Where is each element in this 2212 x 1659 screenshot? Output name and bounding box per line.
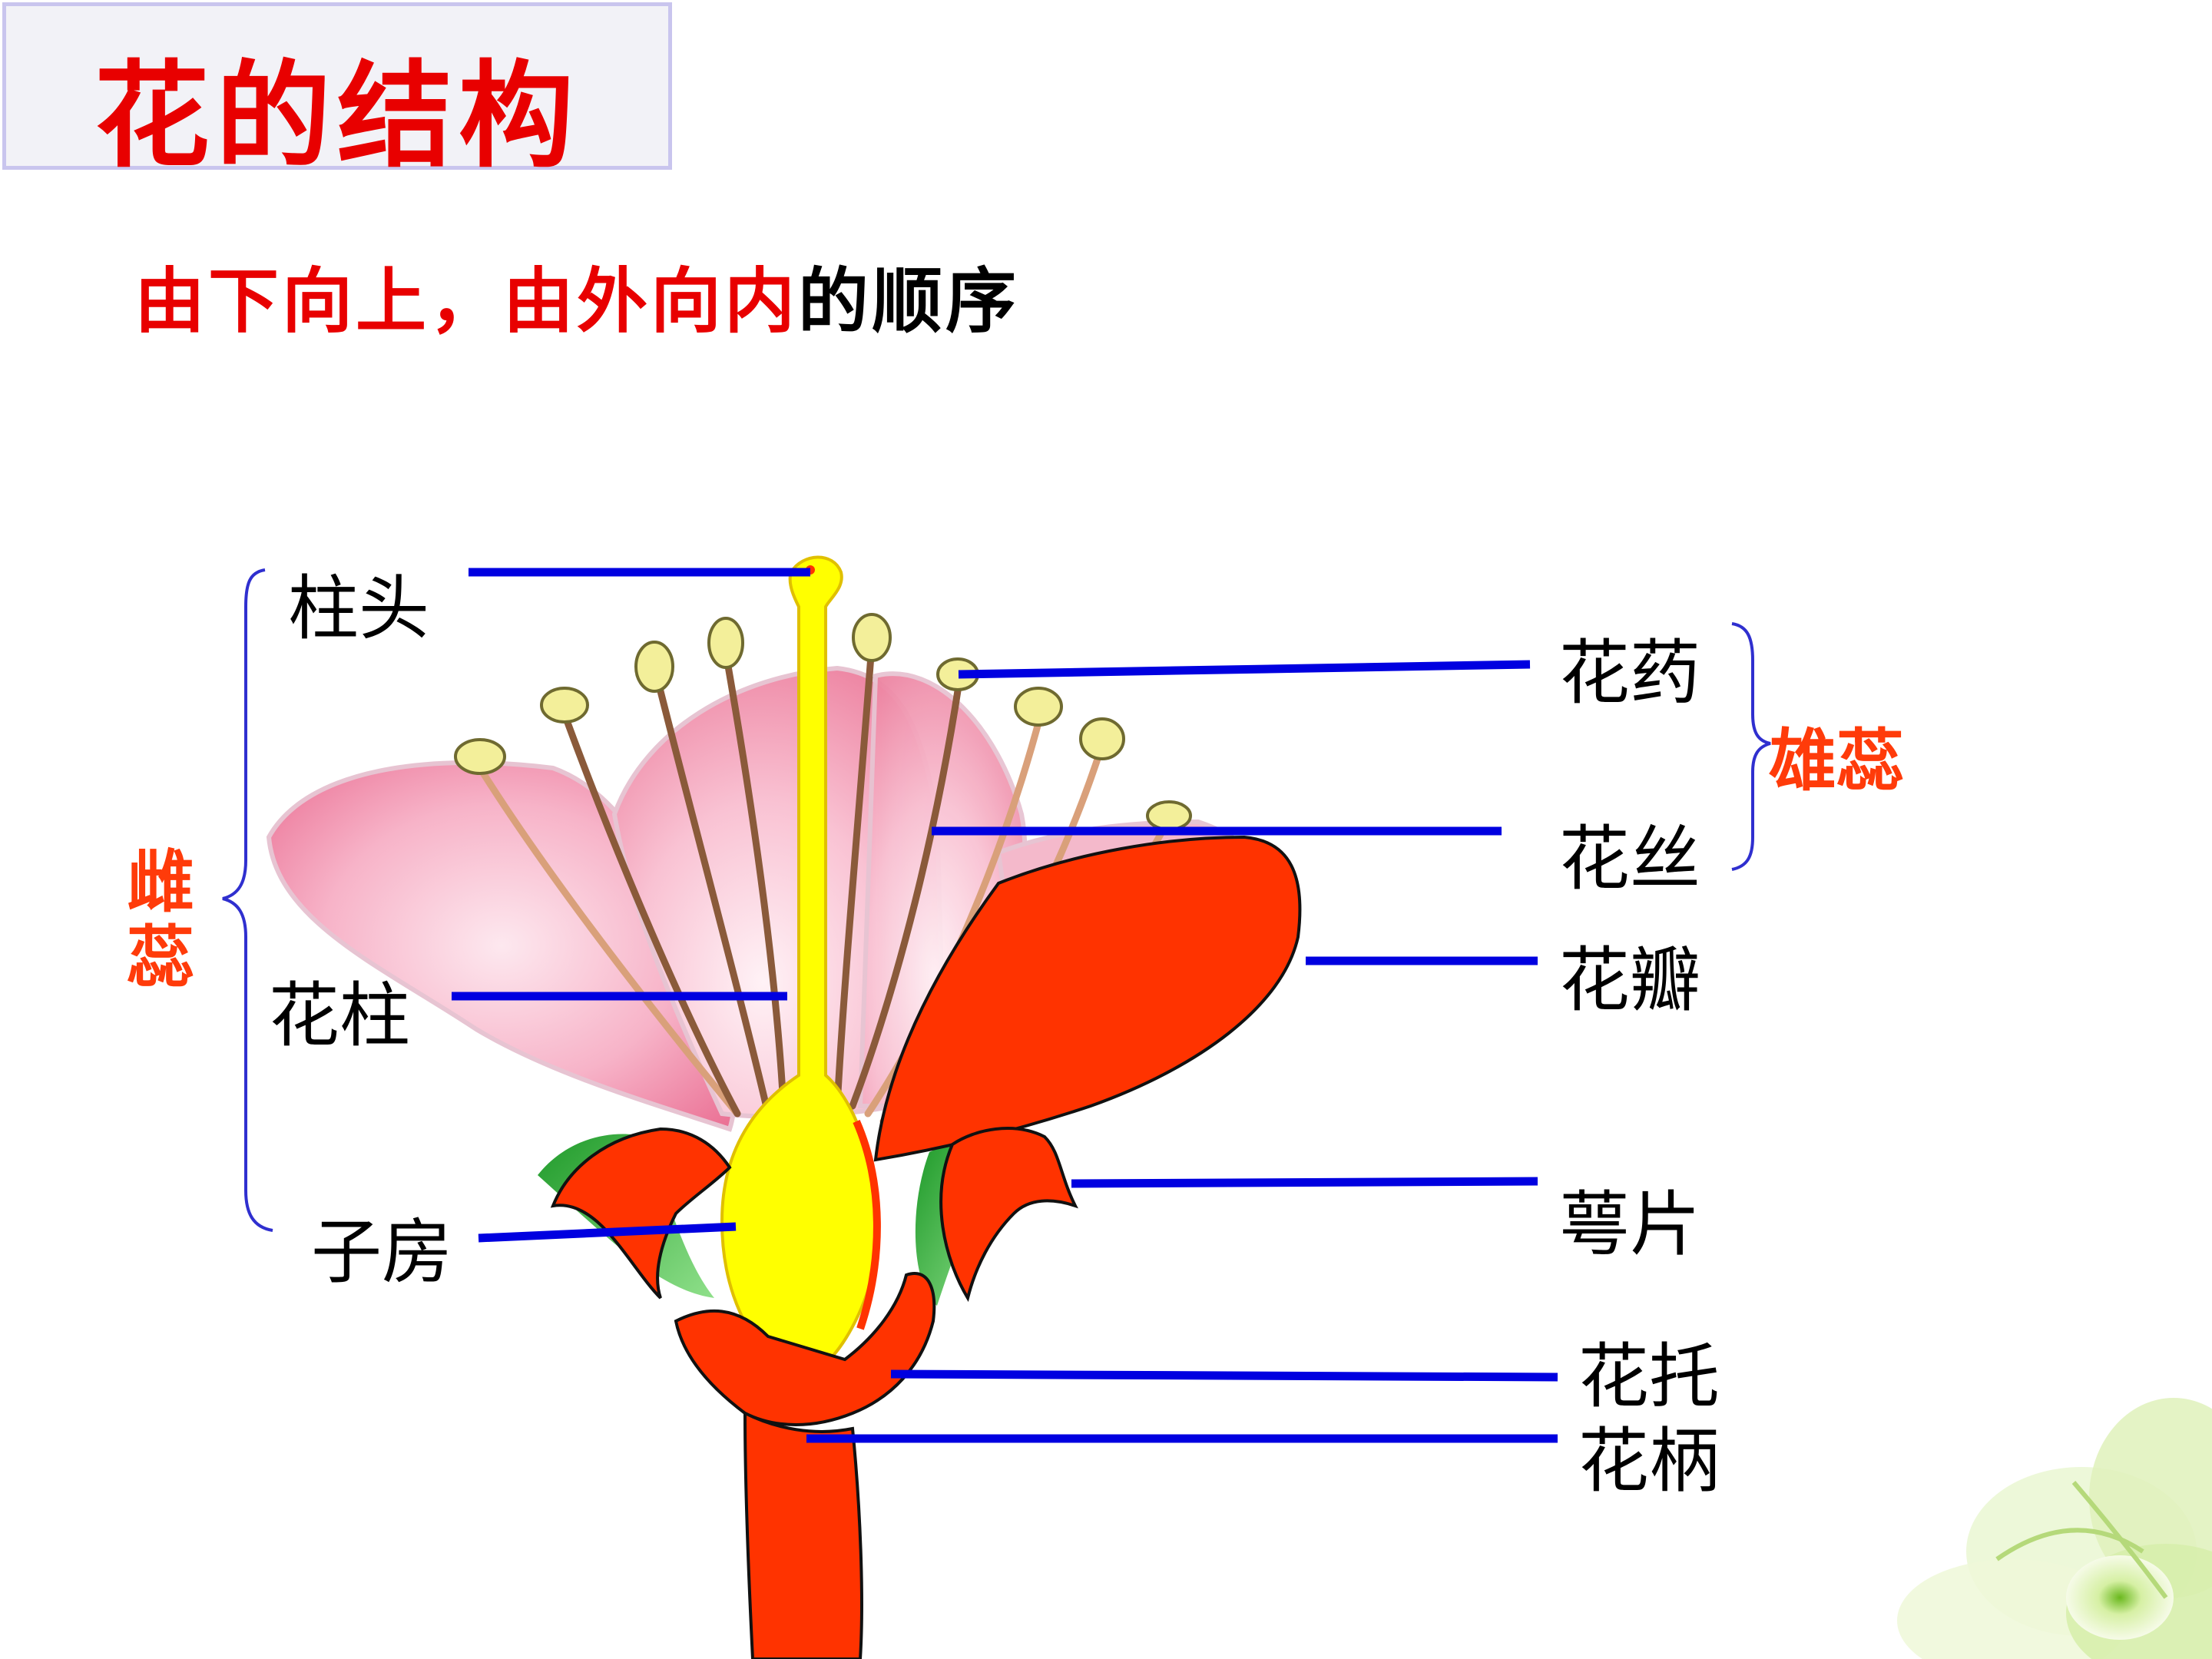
anthers bbox=[454, 613, 1192, 831]
label-stigma: 柱头 bbox=[288, 568, 430, 650]
subtitle-red-part: 由下向上，由外向内 bbox=[134, 260, 799, 343]
decorative-flower-corner bbox=[1897, 1398, 2212, 1659]
subtitle-black-part: 的顺序 bbox=[798, 260, 1020, 343]
pedicel bbox=[743, 1410, 863, 1659]
label-style: 花柱 bbox=[269, 975, 411, 1057]
label-sepal: 萼片 bbox=[1559, 1184, 1701, 1266]
group-label-stamen: 雄蕊 bbox=[1769, 721, 1905, 800]
label-pedicel: 花柄 bbox=[1578, 1420, 1720, 1502]
stamen-bracket bbox=[1731, 622, 1771, 871]
title-box: 花的结构 bbox=[2, 2, 672, 184]
label-filament: 花丝 bbox=[1559, 818, 1701, 900]
leader-line-anther bbox=[958, 660, 1531, 679]
subtitle: 由下向上，由外向内的顺序 bbox=[134, 244, 1019, 346]
pistil-bracket bbox=[222, 568, 273, 1232]
red-petal bbox=[873, 835, 1302, 1162]
leader-lines bbox=[452, 568, 1558, 1443]
pistil bbox=[720, 555, 881, 1362]
leader-line-receptacle bbox=[890, 1369, 1558, 1382]
leader-line-sepal bbox=[1071, 1177, 1538, 1188]
label-ovary: 子房 bbox=[311, 1211, 453, 1293]
red-sepals bbox=[550, 1127, 1078, 1303]
group-label-pistil: 雌蕊 bbox=[126, 843, 194, 997]
label-receptacle: 花托 bbox=[1578, 1336, 1720, 1418]
label-petal: 花瓣 bbox=[1559, 939, 1701, 1022]
label-anther: 花药 bbox=[1559, 632, 1701, 714]
leader-line-ovary bbox=[478, 1222, 737, 1243]
page-title: 花的结构 bbox=[94, 48, 581, 184]
